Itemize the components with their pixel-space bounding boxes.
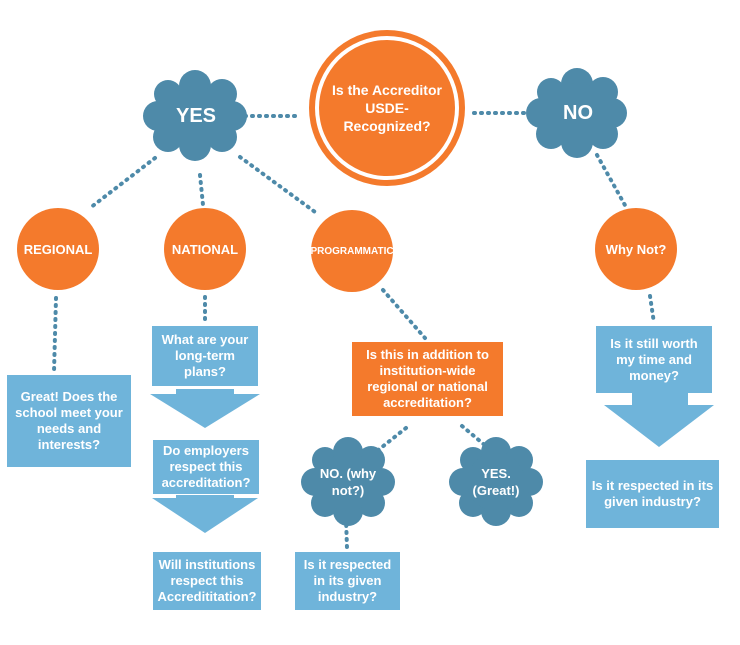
- connector-no-whynot: [595, 153, 628, 209]
- programmatic-question-box: Is this in addition to institution-wide …: [352, 342, 503, 416]
- national-question-3: Will institutions respect this Accrediti…: [153, 552, 261, 610]
- root-question: Is the Accreditor USDE-Recognized?: [332, 82, 442, 134]
- down-arrow-national-2: [152, 495, 258, 533]
- regional-answer-box: Great! Does the school meet your needs a…: [7, 375, 131, 467]
- root-inner-circle: [319, 40, 455, 176]
- national-question-2: Do employers respect this accreditation?: [153, 440, 259, 494]
- down-arrow-whynot: [604, 392, 714, 447]
- connector-yes-regional: [88, 156, 157, 210]
- connector-programmatic-question: [381, 288, 427, 340]
- no-cloud-label: NO: [563, 101, 593, 124]
- connector-whynot-box: [648, 294, 656, 325]
- no-cloud-shape: [526, 68, 627, 158]
- connector-question-yes: [460, 424, 489, 449]
- connector-yes-programmatic: [238, 155, 317, 214]
- why-not-question-1: Is it still worth my time and money?: [596, 326, 712, 393]
- why-not-cloud-label: NO. (why not?): [319, 466, 377, 498]
- national-question-1: What are your long-term plans?: [152, 326, 258, 386]
- why-not-cloud-shape: [301, 437, 395, 526]
- great-cloud-shape: [449, 437, 543, 526]
- programmatic-industry-box: Is it respected in its given industry?: [295, 552, 400, 610]
- yes-cloud-label: YES: [175, 104, 217, 127]
- down-arrow-national-1: [150, 389, 260, 428]
- programmatic-circle: PROGRAMMATIC: [310, 210, 394, 292]
- great-cloud-label: YES. (Great!): [472, 466, 520, 498]
- regional-circle: REGIONAL: [17, 208, 99, 290]
- national-circle: NATIONAL: [164, 208, 246, 290]
- connector-yes-national: [198, 173, 205, 207]
- why-not-circle: Why Not?: [595, 208, 677, 290]
- why-not-question-2: Is it respected in its given industry?: [586, 460, 719, 528]
- yes-cloud-shape: [143, 70, 247, 161]
- connector-regional-box: [52, 296, 58, 374]
